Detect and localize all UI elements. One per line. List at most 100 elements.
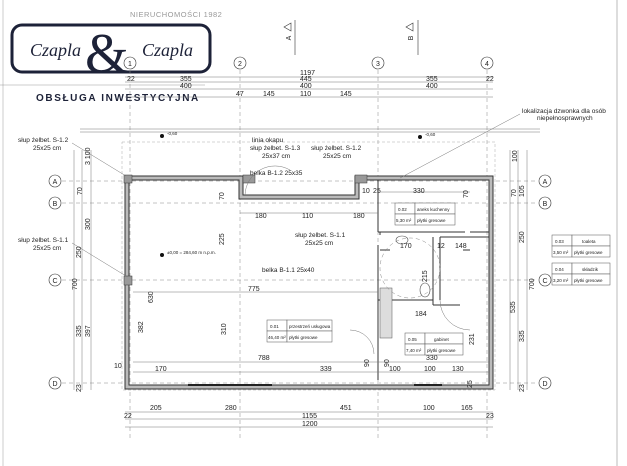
label-axes_rows-2: C: [52, 278, 57, 285]
label-rooms-0-area: 46,40 m²: [268, 335, 286, 340]
circle-mark: [123, 56, 137, 70]
rect-mark: [123, 174, 133, 184]
label-interior_dims-21: 90: [364, 359, 371, 367]
label-labels-col_s11_mid: słup żelbet. S-1.1: [295, 232, 346, 239]
label-top_dims-row3-2: 400: [426, 83, 438, 90]
polygon-mark: [405, 22, 414, 32]
label-rooms-2-no: 0.03: [555, 239, 564, 244]
label-interior_dims-24: 231: [469, 333, 476, 345]
axis-4: 4: [485, 61, 489, 68]
label-axes_rows-1: B: [53, 201, 58, 208]
circle-mark: [48, 273, 62, 287]
grid-rows: A B C D A B C D: [48, 174, 552, 390]
rect-mark: [414, 213, 456, 226]
logo-left: Czapla: [30, 40, 81, 60]
label-bottom_dims-row1-2: 451: [340, 405, 352, 412]
label-labels-col_s11_mid_size: 25x25 cm: [305, 240, 333, 247]
label-rooms-0-no: 0.01: [270, 324, 279, 329]
label-interior_dims-4: 10: [362, 188, 370, 195]
label-rooms-0-name: przestrzeń usługowa: [289, 324, 331, 329]
label-top_dims-row2-1: 355: [180, 76, 192, 83]
label-rooms-3-name: składzik: [582, 267, 599, 272]
level-marker-icon: [160, 134, 164, 138]
exterior-walls: [123, 174, 494, 390]
polygon-mark: [283, 22, 292, 32]
label-right_dims-1: 105: [519, 185, 526, 197]
level-marker-icon: [160, 253, 164, 257]
door-swing: [349, 329, 375, 355]
label-axes_rows-1: B: [543, 201, 548, 208]
label-interior_dims-11: 12: [437, 243, 445, 250]
label-interior_dims-14: 788: [258, 355, 270, 362]
company-logo: NIERUCHOMOŚCI 1982 Czapla & Czapla OBSŁU…: [0, 10, 222, 104]
axis-3: 3: [376, 61, 380, 68]
label-right_dims-0: 100: [512, 150, 519, 162]
label-left_dims-5: 335: [76, 325, 83, 337]
label-bottom_dims-row2-0: 22: [124, 413, 132, 420]
label-right_dims-4: 700: [529, 278, 536, 290]
label-labels-level_out2: -0,60: [425, 132, 436, 137]
logo-ampersand: &: [85, 23, 129, 85]
label-axes_rows-3: D: [542, 381, 547, 388]
label-interior_dims-12: 148: [455, 243, 467, 250]
label-bottom_dims-row1-3: 100: [423, 405, 435, 412]
label-sections-1: B: [408, 35, 415, 40]
label-top_dims-row2-2: 445: [300, 76, 312, 83]
label-sections-0: A: [286, 35, 293, 40]
label-rooms-2-name: toaleta: [582, 239, 596, 244]
circle-mark: [371, 56, 385, 70]
section-marker-b: B: [405, 20, 419, 55]
label-top_dims-total: 1197: [300, 70, 315, 77]
label-left_dims-9: 382: [138, 321, 145, 333]
label-bottom_dims-row1-1: 280: [225, 405, 237, 412]
circle-mark: [538, 174, 552, 188]
entrance-door-swing: [244, 165, 291, 196]
label-bottom_dims-row1-0: 205: [150, 405, 162, 412]
rect-mark: [242, 174, 256, 184]
label-left_dims-8: 630: [148, 291, 155, 303]
label-labels-bell2: niepełnosprawnych: [537, 115, 593, 122]
rect-mark: [571, 273, 611, 286]
label-interior_dims-18: 100: [389, 366, 401, 373]
label-labels-level_in: ±0,00 = 284,60 m n.p.m.: [167, 250, 216, 255]
logo-frame: [10, 23, 212, 74]
line-mark: [71, 142, 127, 177]
toilet-icon: [419, 282, 431, 298]
line-mark: [71, 242, 127, 277]
label-labels-col_s11_size: 25x25 cm: [33, 245, 61, 252]
label-rooms-2-area: 3,50 m²: [553, 250, 569, 255]
label-interior_dims-0: 70: [219, 192, 226, 200]
interior-dimensions: 70 180 110 180 10 25 330 70 225 775 170 …: [133, 188, 489, 388]
label-top_dims-row2-3: 355: [426, 76, 438, 83]
label-interior_dims-15: 310: [221, 323, 228, 335]
rect-mark: [286, 330, 333, 343]
label-interior_dims-13: 215: [422, 270, 429, 282]
label-rooms-1-name: aneks kuchenny: [417, 207, 450, 212]
label-interior_dims-22: 90: [384, 359, 391, 367]
label-interior_dims-23: 184: [415, 311, 427, 318]
label-labels-col_s12_right_size: 25x25 cm: [323, 153, 351, 160]
label-labels-col_s12_left_size: 25x25 cm: [33, 145, 61, 152]
label-labels-beam_b12: belka B-1.2 25x35: [250, 170, 303, 177]
label-top_dims-row4-1: 145: [263, 91, 275, 98]
logo-tagline: NIERUCHOMOŚCI 1982: [130, 10, 222, 19]
label-left_dims-3: 250: [76, 246, 83, 258]
side-dimensions: 3 100 70 300 250 700 335 397 23 630 382 …: [72, 147, 536, 392]
rect-mark: [571, 245, 611, 258]
label-right_dims-6: 335: [519, 330, 526, 342]
label-left_dims-10: 10: [114, 363, 122, 370]
label-interior_dims-19: 100: [424, 366, 436, 373]
label-interior_dims-7: 70: [463, 190, 470, 198]
level-marker-icon: [418, 135, 422, 139]
label-rooms-0-floor: płytki gresowe: [289, 335, 318, 340]
label-right_dims-2: 70: [511, 189, 518, 197]
label-right_dims-5: 535: [510, 301, 517, 313]
door-swing: [439, 299, 471, 331]
label-interior_dims-3: 180: [353, 213, 365, 220]
label-bottom_dims-total: 1200: [302, 421, 318, 428]
circle-mark: [538, 376, 552, 390]
bottom-dimensions: 205 280 451 100 165 22 1155 23 1200: [124, 405, 494, 428]
